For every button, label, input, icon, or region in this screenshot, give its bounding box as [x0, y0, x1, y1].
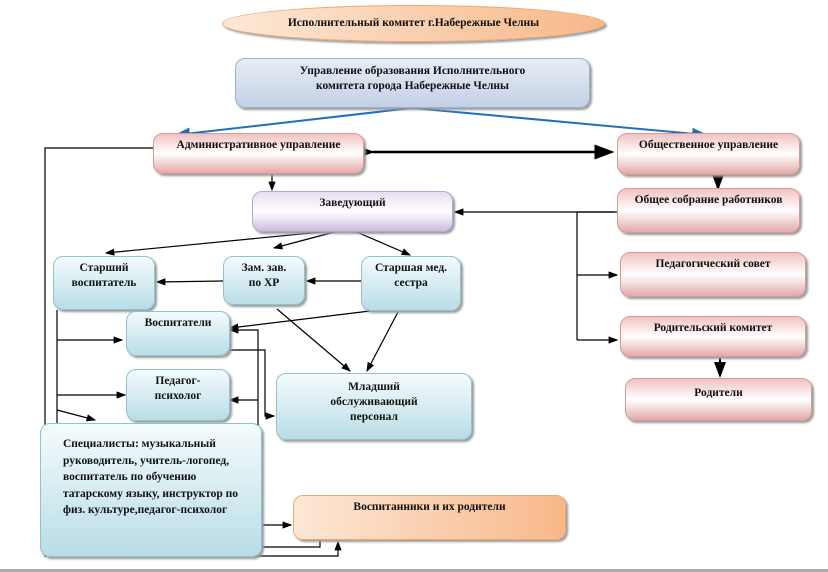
specialists-node: Специалисты: музыкальный руководитель, у…	[40, 423, 262, 557]
executive-committee-node: Исполнительный комитет г.Набережные Челн…	[222, 5, 605, 42]
administrative-node: Административное управление	[153, 133, 364, 174]
arrow-to-public	[411, 107, 708, 140]
pedagogical-council-node: Педагогический совет	[620, 252, 806, 297]
arrow-to-administrative	[174, 107, 413, 140]
senior-teacher-node: Старший воспитатель	[53, 256, 155, 310]
pupils-parents-node: Воспитанники и их родители	[293, 495, 566, 540]
page-bottom-border	[0, 569, 828, 572]
public-node: Общественное управление	[617, 133, 800, 175]
head-nurse-node: Старшая мед. сестра	[361, 256, 461, 311]
parents-node: Родители	[625, 378, 812, 421]
parent-committee-node: Родительский комитет	[620, 316, 806, 357]
teachers-node: Воспитатели	[126, 311, 230, 356]
psychologist-node: Педагог-психолог	[126, 369, 230, 421]
deputy-head-node: Зам. зав. по ХР	[223, 256, 305, 305]
head-node: Заведующий	[252, 191, 453, 232]
general-meeting-node: Общее собрание работников	[617, 188, 800, 233]
education-department-node: Управление образования Исполнительного к…	[235, 58, 590, 108]
junior-staff-node: Младший обслуживающий персонал	[276, 373, 472, 440]
